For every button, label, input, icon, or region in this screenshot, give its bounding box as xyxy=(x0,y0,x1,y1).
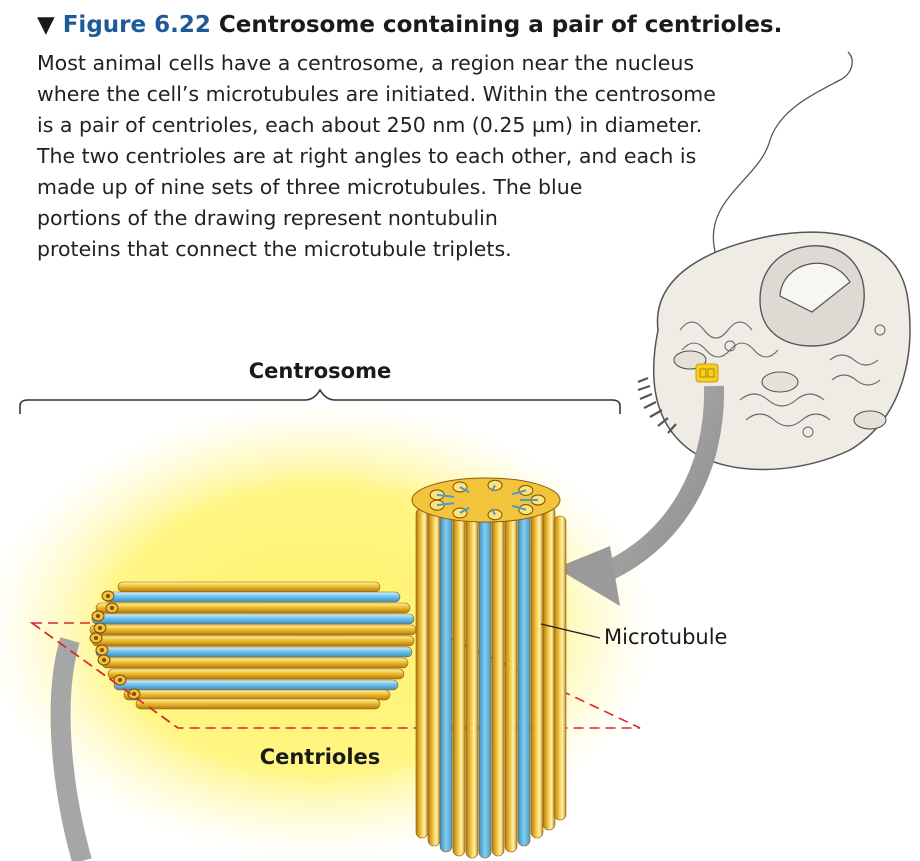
caption-line: made up of nine sets of three microtubul… xyxy=(37,175,583,199)
horizontal-centriole xyxy=(89,581,417,710)
triplet-cross-section xyxy=(518,504,534,516)
horizontal-microtubule xyxy=(123,689,391,701)
vertical-microtubule xyxy=(542,505,556,831)
caption-body: Most animal cells have a centrosome, a r… xyxy=(37,48,897,265)
horizontal-microtubule xyxy=(91,613,415,625)
caption-line: portions of the drawing represent nontub… xyxy=(37,206,498,230)
horizontal-microtubule xyxy=(95,602,411,614)
centrosome-bracket xyxy=(19,388,621,414)
vertical-microtubule xyxy=(439,493,453,853)
figure-title: Centrosome containing a pair of centriol… xyxy=(218,12,783,38)
animal-cell-drawing xyxy=(637,51,911,471)
caption-line: Most animal cells have a centrosome, a r… xyxy=(37,51,695,75)
vertical-microtubule xyxy=(478,485,492,859)
centrioles-label: Centrioles xyxy=(260,745,381,769)
caption-line: is a pair of centrioles, each about 250 … xyxy=(37,113,703,137)
figure-heading: ▼ Figure 6.22 Centrosome containing a pa… xyxy=(37,12,782,38)
centrosome-label: Centrosome xyxy=(249,359,391,383)
vertical-microtubule xyxy=(530,497,544,839)
vertical-centriole xyxy=(411,477,567,859)
zoom-arrow-head xyxy=(556,546,620,606)
vertical-microtubule xyxy=(415,507,429,839)
vertical-microtubule xyxy=(452,489,466,857)
cross-section-arrow xyxy=(50,637,92,861)
horizontal-microtubule xyxy=(101,657,409,669)
horizontal-microtubule xyxy=(91,635,415,647)
vertical-microtubule xyxy=(517,491,531,847)
cell-mitochondrion xyxy=(761,371,799,393)
vertical-microtubule xyxy=(427,499,441,847)
triplet-cross-section xyxy=(487,479,503,491)
horizontal-microtubule xyxy=(103,591,401,603)
horizontal-microtubule xyxy=(95,646,413,658)
vertical-microtubule xyxy=(553,515,567,821)
horizontal-microtubule xyxy=(89,624,417,636)
horizontal-microtubule xyxy=(117,581,381,593)
vertical-microtubule xyxy=(465,487,479,859)
horizontal-microtubule xyxy=(107,668,405,680)
horizontal-microtubule xyxy=(135,698,381,710)
vertical-microtubule xyxy=(491,485,505,857)
figure-marker: ▼ xyxy=(37,12,55,38)
cell-centrosome-highlight xyxy=(695,363,719,383)
cell-mitochondrion xyxy=(853,410,887,430)
figure-number: Figure 6.22 xyxy=(62,12,211,38)
microtubule-label: Microtubule xyxy=(604,625,727,649)
caption-line: The two centrioles are at right angles t… xyxy=(37,144,697,168)
triplet-cross-section xyxy=(487,509,503,521)
caption-line: proteins that connect the microtubule tr… xyxy=(37,237,512,261)
horizontal-microtubule xyxy=(113,679,399,691)
microtubule-leader-line xyxy=(540,623,601,639)
zoom-arrow-shaft xyxy=(601,385,725,582)
cell-flagellum xyxy=(712,51,853,256)
vertical-microtubule xyxy=(504,487,518,853)
caption-line: where the cell’s microtubules are initia… xyxy=(37,82,716,106)
